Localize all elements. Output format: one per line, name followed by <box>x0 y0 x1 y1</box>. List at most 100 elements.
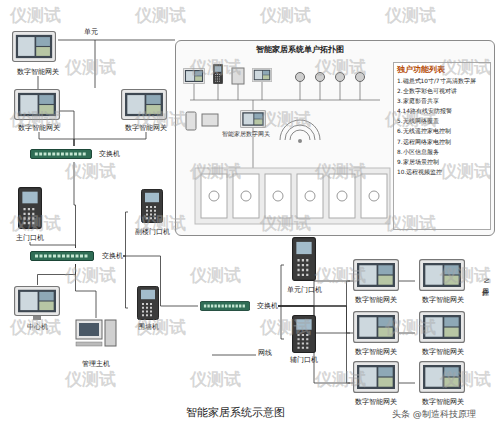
device-label: 数字智能网关 <box>355 399 397 406</box>
device-label: 数字智能网关 <box>422 349 464 356</box>
list-item: 1.磁悬式10寸/7寸高清数字屏 <box>397 78 476 85</box>
switch-icon <box>31 252 94 261</box>
gateway-icon <box>354 260 399 291</box>
watermark: 仪测试 <box>135 6 186 25</box>
door-station-icon <box>293 238 316 281</box>
gateway-icon <box>420 312 465 343</box>
panel-band <box>195 168 390 224</box>
device-label: 副楼门口机 <box>135 229 170 236</box>
unit-label: 单元 <box>84 29 98 37</box>
camera-icon <box>316 73 325 82</box>
network-cable <box>76 264 97 318</box>
device-label: 数字智能网关 <box>125 125 167 132</box>
panel-knob <box>337 191 347 201</box>
device-label: 管理主机 <box>82 361 110 368</box>
home-bus <box>340 82 341 100</box>
wifi-dot <box>298 139 302 143</box>
wifi-arc <box>285 125 315 140</box>
gateway-panel: 数字智能网关 <box>8 88 70 132</box>
topology-panel: 智能家居系统单户拓扑图独户功能列表1.磁悬式10寸/7寸高清数字屏2.全数字彩色… <box>175 40 495 236</box>
gateway-panel: 数字智能网关 <box>415 258 470 304</box>
center-unit: 中心机 <box>10 285 65 331</box>
list-item: 8.小区信息服务 <box>397 149 439 156</box>
camera-icon <box>296 73 305 82</box>
network-cable <box>278 265 284 306</box>
network-cable <box>74 162 76 248</box>
device-label: 围墙机 <box>138 324 159 331</box>
panel-knob <box>305 191 315 201</box>
network-switch: 交换机 <box>198 298 278 314</box>
panel-knob <box>209 191 219 201</box>
speaker-icon <box>356 73 365 82</box>
home-bus <box>262 82 263 100</box>
gateway-panel: 数字智能网关 <box>415 310 470 356</box>
network-cable <box>123 256 198 306</box>
home-bus <box>194 84 195 100</box>
panel-knob <box>369 191 379 201</box>
network-switch: 交换机 <box>28 248 123 264</box>
panel-knob <box>241 191 251 201</box>
gateway-panel: 数字智能网关 <box>350 310 402 356</box>
device-label: 数字智能网关 <box>18 125 60 132</box>
feature-list: 独户功能列表1.磁悬式10寸/7寸高清数字屏2.全数字彩色可视对讲3.家庭影音共… <box>393 62 491 230</box>
gateway-panel: 数字智能网关 <box>350 258 402 304</box>
monitor-screen <box>79 323 99 336</box>
watermark: 仪测试 <box>385 6 436 25</box>
watermark: 仪测试 <box>190 266 241 285</box>
watermark: 仪测试 <box>10 6 61 25</box>
switch-panel <box>361 174 387 218</box>
network-cable <box>123 256 128 308</box>
network-cable <box>123 212 128 256</box>
network-cable <box>278 306 284 339</box>
monitor-icon <box>76 320 102 339</box>
list-item: 7.远程网络家电控制 <box>397 139 451 146</box>
device-label: 交换机 <box>99 150 120 158</box>
gateway-panel: 数字智能网关 <box>115 88 177 132</box>
wifi-arc <box>290 130 310 140</box>
list-item: 6.无线遥控家电控制 <box>397 128 451 135</box>
switch-panel <box>265 174 291 218</box>
watermark: 仪测试 <box>260 6 311 25</box>
device-label: 交换机 <box>257 302 278 310</box>
gateway-icon <box>13 32 56 62</box>
home-bus <box>190 100 380 101</box>
sensor-icon <box>232 68 244 84</box>
intercom-icon <box>213 64 223 83</box>
center-unit-icon <box>15 287 60 316</box>
device-label: 数字智能网关 <box>422 297 464 304</box>
gateway-panel: 数字智能网关 <box>8 30 68 76</box>
leader-line <box>212 355 256 356</box>
switch-panel <box>297 174 323 218</box>
network-cable <box>39 132 74 146</box>
switch-icon <box>200 302 249 311</box>
source-credit: 头条 @制造科技原理 <box>392 410 476 420</box>
switch-icon <box>30 150 91 159</box>
switch-panel <box>233 174 259 218</box>
watermark: 仪测试 <box>65 162 116 181</box>
home-bus <box>360 82 361 100</box>
panel-knob <box>273 191 283 201</box>
device-label: 中心机 <box>27 324 48 331</box>
speaker-icon <box>336 73 345 82</box>
device-label: 主门口机 <box>16 235 44 242</box>
gateway-label: 智能家居数字网关 <box>222 131 270 138</box>
gateway-icon <box>420 260 465 291</box>
pc-tower <box>105 320 116 346</box>
list-item: 4.14路有线安防报警 <box>397 108 452 115</box>
door-station-icon <box>142 189 163 222</box>
network-switch: 交换机 <box>28 146 120 162</box>
watermark: 仪测试 <box>65 370 116 389</box>
network-cable <box>38 264 76 285</box>
door-station: 单元门口机 <box>284 236 324 294</box>
device-label: 数字智能网关 <box>422 399 464 406</box>
management-host: 管理主机 <box>72 318 120 368</box>
home-bus <box>300 82 301 100</box>
list-item: 9.家居场景控制 <box>397 159 439 166</box>
device-label: 数字智能网关 <box>355 349 397 356</box>
bus-line <box>95 40 96 88</box>
home-bus <box>218 84 219 100</box>
door-station: 副楼门口机 <box>128 188 176 236</box>
panel-heading: 智能家居系统单户拓扑图 <box>256 45 344 54</box>
door-station: 主门口机 <box>10 186 50 242</box>
